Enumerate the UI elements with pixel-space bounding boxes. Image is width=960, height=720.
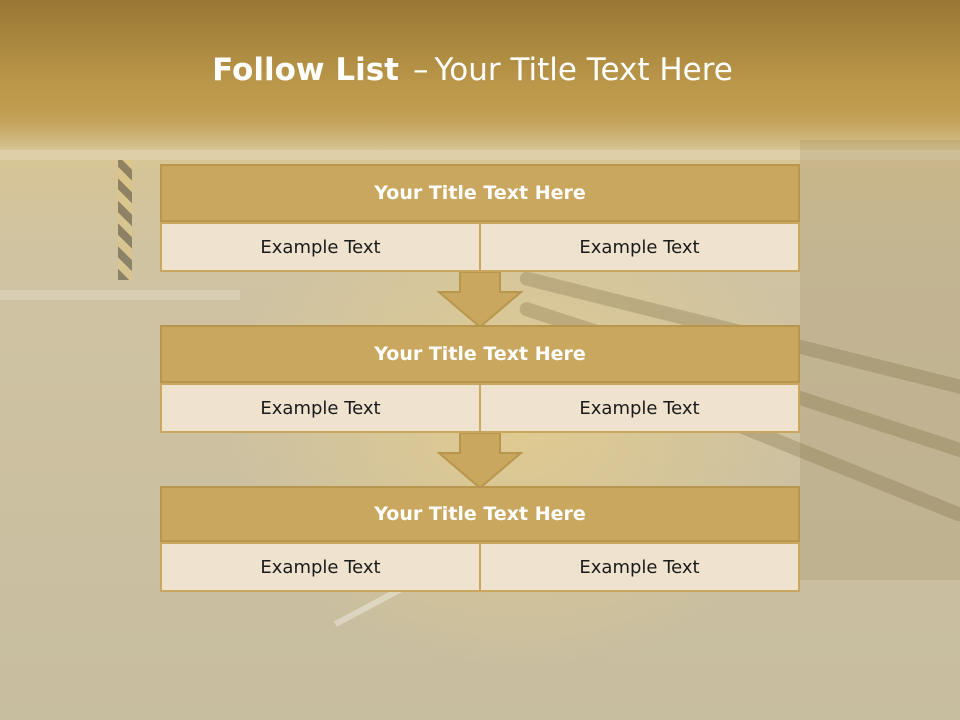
header-band (0, 0, 960, 150)
block-row: Example Text Example Text (160, 542, 800, 592)
slide-title-rest: Your Title Text Here (434, 52, 733, 88)
block-row: Example Text Example Text (160, 383, 800, 433)
down-arrow-icon (437, 272, 523, 328)
block-cell-right[interactable]: Example Text (480, 542, 800, 592)
down-arrow-icon (437, 433, 523, 489)
block-title[interactable]: Your Title Text Here (160, 164, 800, 222)
slide-title-dash: – (412, 52, 429, 88)
block-cell-right[interactable]: Example Text (480, 222, 800, 272)
block-cell-left[interactable]: Example Text (160, 222, 480, 272)
slide-title[interactable]: Follow List–Your Title Text Here (0, 52, 945, 88)
block-row: Example Text Example Text (160, 222, 800, 272)
list-block-2[interactable]: Your Title Text Here Example Text Exampl… (160, 325, 800, 433)
block-cell-left[interactable]: Example Text (160, 383, 480, 433)
list-block-3[interactable]: Your Title Text Here Example Text Exampl… (160, 486, 800, 592)
block-title[interactable]: Your Title Text Here (160, 486, 800, 542)
slide-title-bold: Follow List (212, 52, 399, 88)
block-cell-right[interactable]: Example Text (480, 383, 800, 433)
block-cell-left[interactable]: Example Text (160, 542, 480, 592)
block-title[interactable]: Your Title Text Here (160, 325, 800, 383)
list-block-1[interactable]: Your Title Text Here Example Text Exampl… (160, 164, 800, 272)
